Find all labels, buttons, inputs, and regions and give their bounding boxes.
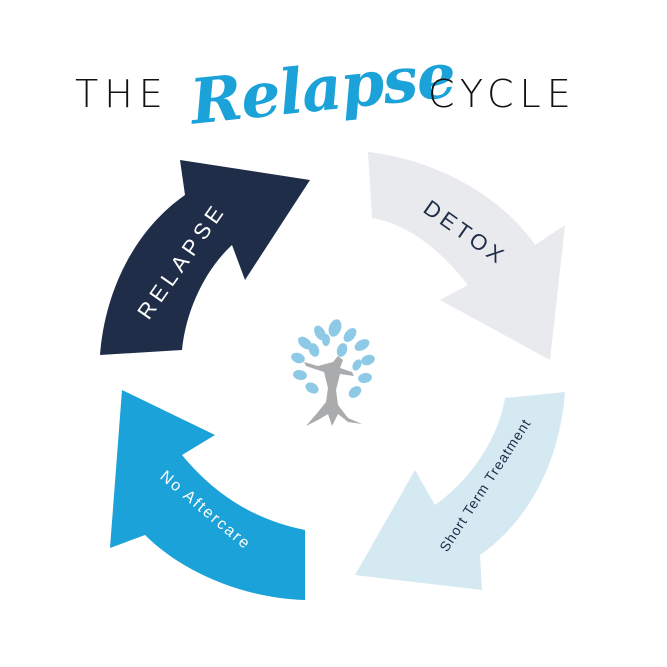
- short-term-treatment-arrow: [355, 392, 565, 590]
- page-title: THE Relapse CYCLE: [0, 38, 667, 138]
- no-aftercare-arrow: [110, 390, 305, 600]
- tree-person-icon: [291, 319, 375, 426]
- title-prefix: THE: [75, 72, 169, 116]
- title-suffix: CYCLE: [428, 72, 577, 116]
- relapse-arrow: [100, 160, 310, 355]
- detox-arrow: [368, 152, 565, 360]
